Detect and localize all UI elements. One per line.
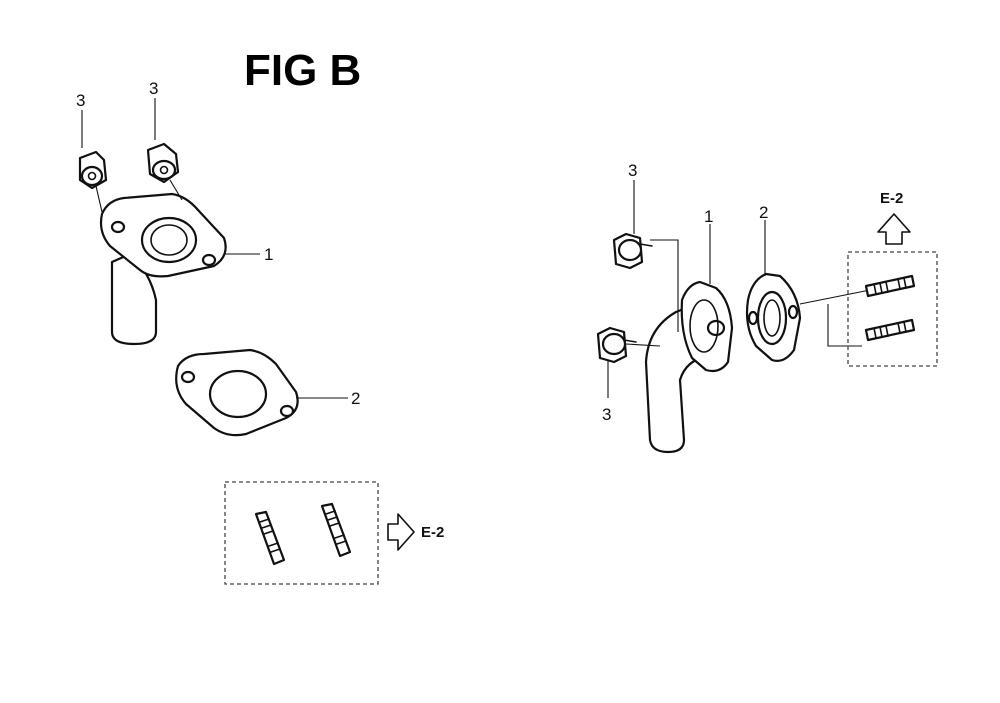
arrow-up-icon [877, 213, 911, 245]
left-view: 3 3 1 2 E-2 [76, 79, 444, 585]
left-bolt-a [78, 150, 108, 190]
right-stud-b [864, 318, 916, 342]
right-gasket-part [745, 272, 802, 362]
left-stud-b [320, 502, 352, 558]
right-reference-label: E-2 [880, 190, 903, 207]
right-bolt-top [612, 232, 653, 270]
callout-left-elbow: 1 [264, 245, 273, 264]
callout-left-bolt-a: 3 [76, 91, 85, 110]
callout-left-bolt-b: 3 [149, 79, 158, 98]
callout-right-bolt-bottom: 3 [602, 405, 611, 424]
right-elbow-part [644, 280, 734, 454]
callout-right-gasket: 2 [759, 203, 768, 222]
callout-right-bolt-top: 3 [628, 161, 637, 180]
left-elbow-part [99, 192, 227, 346]
right-view: 3 3 1 2 E-2 [596, 161, 938, 454]
figure-title: FIG B [244, 46, 361, 95]
left-stud-a [254, 510, 286, 566]
left-reference-label: E-2 [421, 524, 444, 541]
right-bolt-bottom [596, 326, 637, 364]
right-studs-box [847, 251, 938, 367]
callout-right-elbow: 1 [704, 207, 713, 226]
left-gasket-part [175, 348, 299, 437]
left-studs-box [224, 481, 379, 585]
right-stud-a [864, 274, 916, 298]
arrow-right-icon [387, 513, 415, 551]
callout-left-gasket: 2 [351, 389, 360, 408]
left-bolt-b [146, 142, 180, 184]
